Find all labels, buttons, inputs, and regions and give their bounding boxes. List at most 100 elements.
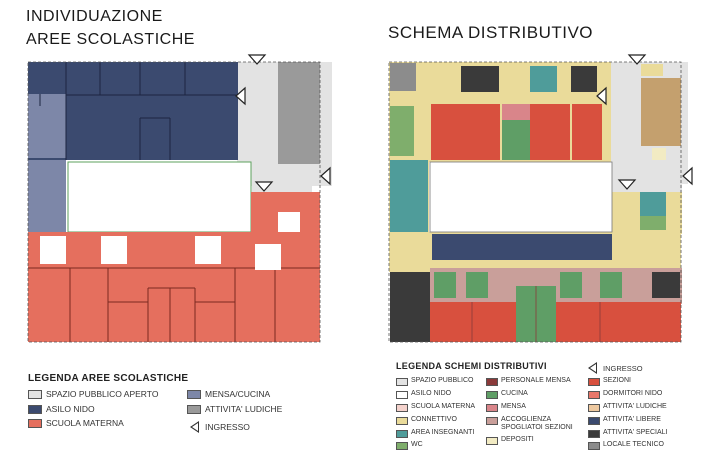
legend-item: SEZIONI [588, 377, 631, 386]
legend-label: DORMITORI NIDO [603, 390, 663, 397]
entrance-icon [617, 179, 637, 190]
legend-swatch [396, 404, 408, 412]
legend-label: ATTIVITA' LIBERE [603, 416, 661, 423]
legend-item: ASILO NIDO [396, 390, 451, 399]
legend-swatch [588, 417, 600, 425]
area-insegnanti [530, 66, 557, 92]
legend-label: ASILO NIDO [46, 404, 95, 414]
left-title-line2: AREE SCOLASTICHE [26, 31, 195, 48]
legend-item: ATTIVITA' SPECIALI [588, 429, 667, 438]
legend-swatch [396, 430, 408, 438]
legend-item: SPAZIO PUBBLICO APERTO [28, 389, 158, 399]
entrance-icon [235, 86, 246, 106]
wc [560, 272, 582, 298]
legend-label: ATTIVITA' LUDICHE [603, 403, 667, 410]
entrance-icon [627, 54, 647, 65]
legend-swatch [396, 442, 408, 450]
legend-item: CUCINA [486, 390, 528, 399]
left-title-line1: INDIVIDUAZIONE [26, 8, 163, 25]
attivita-speciali [461, 66, 499, 92]
notch [255, 244, 281, 270]
legend-item: ATTIVITA' LUDICHE [588, 403, 667, 412]
mensa-area [28, 160, 66, 232]
legend-swatch [486, 391, 498, 399]
left-floor-plan [27, 54, 332, 343]
legend-item: LOCALE TECNICO [588, 441, 664, 450]
courtyard [67, 161, 252, 233]
cucina [502, 120, 530, 160]
connettivo-area [641, 64, 663, 76]
entrance-icon [190, 421, 199, 433]
legend-item: DORMITORI NIDO [588, 390, 662, 399]
legend-swatch [588, 378, 600, 386]
legend-item: ATTIVITA' LIBERE [588, 416, 661, 425]
legend-item: CONNETTIVO [396, 416, 457, 425]
entrance-icon [682, 166, 693, 186]
legend-item: SCUOLA MATERNA [396, 403, 475, 412]
legend-entrance: INGRESSO [190, 421, 250, 433]
wc [434, 272, 456, 298]
sezioni [430, 302, 516, 342]
legend-swatch [588, 391, 600, 399]
ludic-area [278, 62, 320, 164]
legend-swatch [28, 418, 42, 428]
legend-swatch [187, 404, 201, 414]
legend-label: SCUOLA MATERNA [46, 418, 124, 428]
legend-label: CUCINA [501, 390, 528, 397]
legend-label: ATTIVITA' LUDICHE [205, 404, 283, 414]
legend-label: INGRESSO [205, 422, 250, 432]
legend-label: SCUOLA MATERNA [411, 403, 476, 410]
legend-label: INGRESSO [603, 363, 643, 373]
locale-tecnico [390, 63, 416, 91]
legend-label: MENSA/CUCINA [205, 389, 271, 399]
legend-item: SPAZIO PUBBLICO [396, 377, 474, 386]
legend-label: ASILO NIDO [411, 390, 452, 397]
legend-swatch [187, 389, 201, 399]
area-insegnanti [640, 192, 666, 216]
legend-label: SEZIONI [603, 377, 632, 384]
entrance-icon [247, 54, 267, 65]
legend-label: LOCALE TECNICO [603, 441, 664, 448]
entrance-icon [588, 362, 597, 374]
legend-swatch [396, 378, 408, 386]
legend-item: MENSA [486, 403, 526, 412]
notch [278, 212, 300, 232]
notch [101, 236, 127, 264]
legend-item: SCUOLA MATERNA [28, 418, 124, 428]
sezioni [530, 104, 570, 160]
sezioni [556, 302, 640, 342]
legend-left-title: LEGENDA AREE SCOLASTICHE [28, 373, 189, 384]
legend-swatch [588, 404, 600, 412]
notch [40, 236, 66, 264]
mensa-area [28, 94, 66, 158]
entrance-icon [254, 181, 274, 192]
legend-label: WC [411, 441, 423, 448]
right-title: SCHEMA DISTRIBUTIVO [388, 23, 594, 42]
wc [390, 106, 414, 156]
sezioni [572, 104, 602, 160]
legend-swatch [486, 404, 498, 412]
legend-label: SPAZIO PUBBLICO APERTO [46, 389, 159, 399]
legend-label: ATTIVITA' SPECIALI [603, 429, 668, 436]
courtyard [429, 161, 613, 233]
wc [600, 272, 622, 298]
mensa [502, 104, 530, 120]
legend-label: DEPOSITI [501, 436, 534, 443]
area-insegnanti [390, 160, 428, 232]
legend-swatch [588, 430, 600, 438]
legend-item: AREA INSEGNANTI [396, 429, 474, 438]
legend-swatch [588, 442, 600, 450]
legend-right-title: LEGENDA SCHEMI DISTRIBUTIVI [396, 361, 547, 371]
legend-swatch [28, 389, 42, 399]
entrance-icon [320, 166, 331, 186]
legend-swatch [486, 417, 498, 425]
legend-swatch [396, 391, 408, 399]
attivita-speciali [390, 272, 430, 342]
legend-label: SPAZIO PUBBLICO [411, 377, 474, 384]
notch [195, 236, 221, 264]
attivita-speciali [571, 66, 597, 92]
legend-item: WC [396, 441, 423, 450]
sezioni [640, 302, 681, 342]
legend-entrance: INGRESSO [588, 362, 643, 374]
